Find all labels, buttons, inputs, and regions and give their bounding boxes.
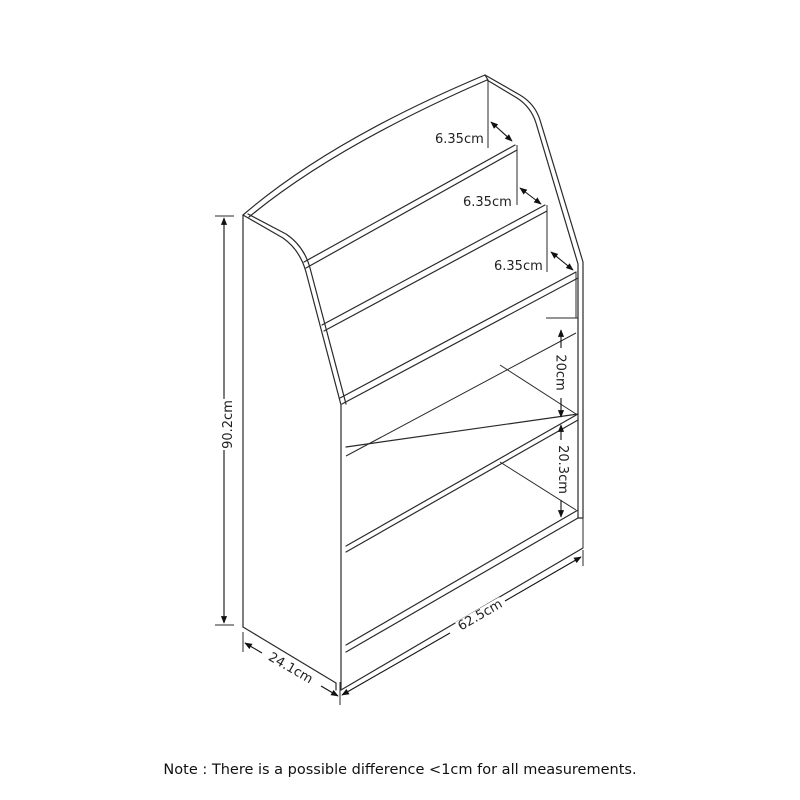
shelf-middle bbox=[345, 413, 579, 553]
dimension-depth bbox=[242, 632, 341, 705]
measurement-note: Note : There is a possible difference <1… bbox=[163, 762, 637, 778]
slot-gap-middle-label: 6.35cm bbox=[462, 195, 513, 210]
slot-gap-top-label: 6.35cm bbox=[434, 132, 485, 147]
sling-slot-bottom bbox=[339, 271, 579, 405]
height-label: 90.2cm bbox=[220, 399, 236, 450]
slot-gap-bottom-label: 6.35cm bbox=[493, 259, 544, 274]
right-side-panel bbox=[484, 74, 584, 519]
shelf-upper bbox=[345, 332, 579, 457]
shelf-gap-upper-label: 20cm bbox=[552, 353, 568, 392]
shelf-bottom bbox=[340, 509, 584, 691]
dimension-height bbox=[215, 215, 234, 626]
dimension-width bbox=[341, 550, 584, 696]
sling-slot-middle bbox=[321, 204, 548, 332]
shelf-gap-lower-label: 20.3cm bbox=[554, 444, 570, 495]
sling-slot-top bbox=[303, 144, 518, 269]
left-side-panel bbox=[242, 213, 347, 691]
dimension-slot-gaps bbox=[490, 121, 574, 271]
